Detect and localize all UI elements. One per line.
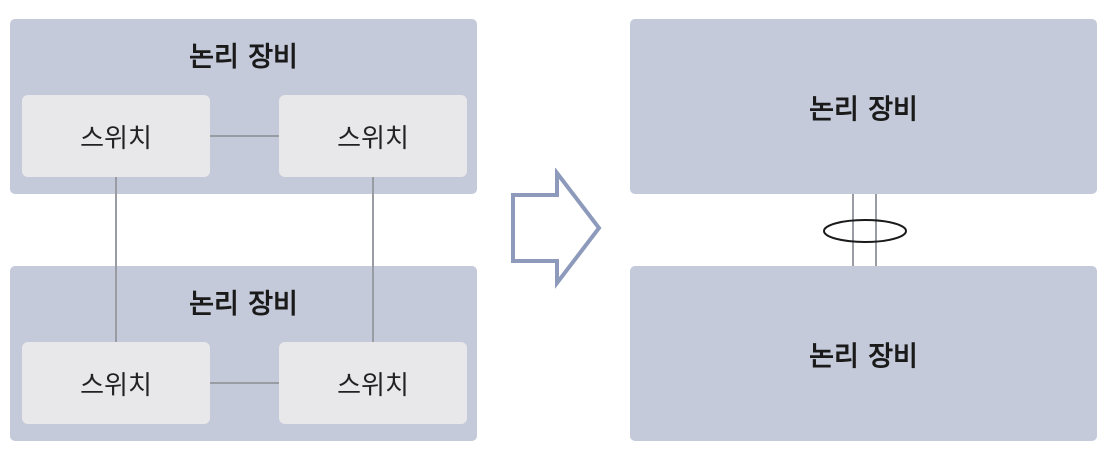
right-arrow-outline-icon [511, 168, 602, 289]
logical-device-right-top: 논리 장비 [630, 19, 1097, 194]
switch-link-up-right [372, 266, 374, 342]
logical-device-left-top: 논리 장비 스위치 스위치 [10, 19, 477, 194]
device-title: 논리 장비 [809, 341, 918, 372]
aggregated-link-1 [852, 194, 854, 266]
device-title: 논리 장비 [809, 94, 918, 125]
switch-link [208, 135, 280, 137]
switch-link-down-left [115, 176, 117, 194]
switch-node: 스위치 [22, 95, 210, 177]
switch-node: 스위치 [279, 95, 467, 177]
link-aggregation-ellipse-icon [823, 219, 907, 243]
switch-link-up-left [115, 266, 117, 342]
device-title: 논리 장비 [189, 289, 298, 320]
link-right-vertical [372, 176, 374, 344]
link-left-vertical [115, 176, 117, 344]
switch-node: 스위치 [279, 342, 467, 424]
switch-node: 스위치 [22, 342, 210, 424]
aggregated-link-2 [875, 194, 877, 266]
logical-device-right-bottom: 논리 장비 [630, 266, 1097, 441]
device-title: 논리 장비 [189, 42, 298, 73]
switch-link [208, 382, 280, 384]
switch-link-down-right [372, 176, 374, 194]
logical-device-left-bottom: 논리 장비 스위치 스위치 [10, 266, 477, 441]
